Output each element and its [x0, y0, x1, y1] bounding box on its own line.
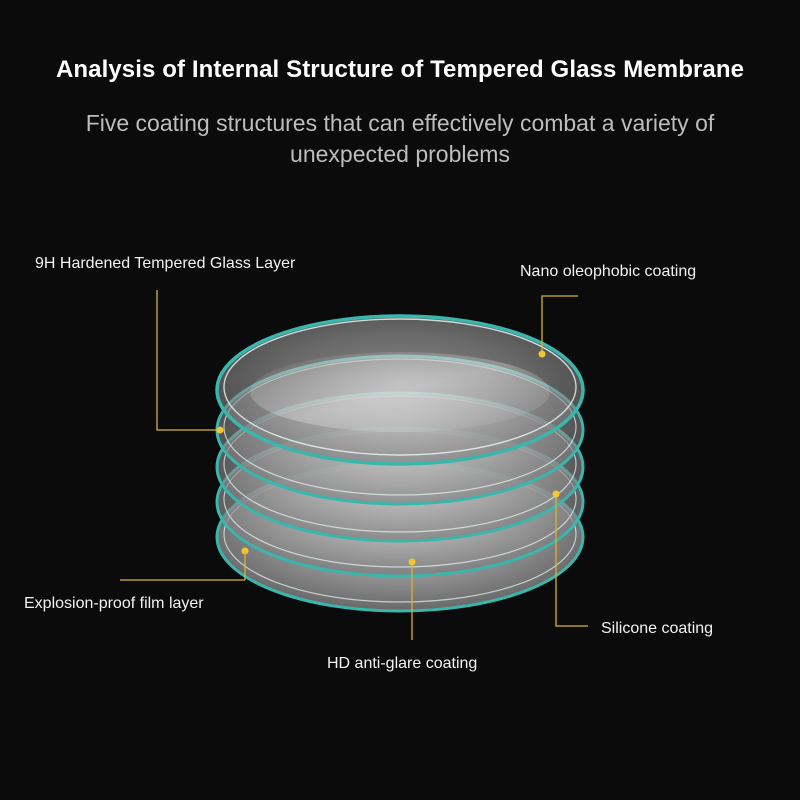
label-silicone-coating: Silicone coating	[601, 620, 714, 637]
disc-stack	[215, 314, 585, 613]
leader-line-nano	[541, 295, 578, 354]
label-glass-layer: 9H Hardened Tempered Glass Layer	[35, 255, 296, 272]
leader-dot-silicone	[552, 490, 560, 498]
leader-dot-antiglare	[408, 558, 416, 566]
leader-line-silicone	[555, 494, 588, 627]
page-subtitle: Five coating structures that can effecti…	[85, 110, 715, 167]
leader-line-glass	[156, 290, 220, 431]
page-title: Analysis of Internal Structure of Temper…	[55, 56, 745, 83]
leader-dot-nano	[538, 350, 546, 358]
label-explosion-proof: Explosion-proof film layer	[24, 595, 204, 612]
leader-dot-glass	[216, 426, 224, 434]
disc-layer-1	[215, 314, 585, 466]
label-anti-glare: HD anti-glare coating	[327, 655, 478, 672]
label-nano-coating: Nano oleophobic coating	[520, 263, 697, 280]
